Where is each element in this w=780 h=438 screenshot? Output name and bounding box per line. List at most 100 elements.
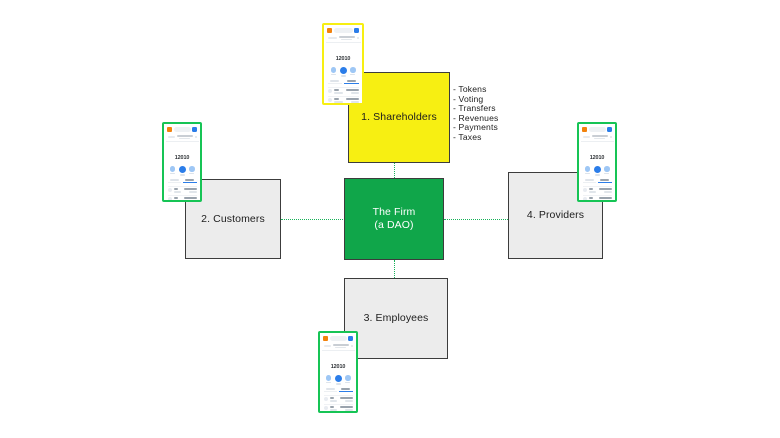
account-name [332,343,349,349]
action-button-1[interactable] [169,166,175,175]
action-button-1[interactable] [330,67,336,76]
avatar[interactable] [354,28,359,33]
app-logo-icon [167,127,172,132]
chevron-down-icon[interactable] [350,344,353,348]
balance-amount: 12010 [330,363,346,370]
node-employees-label: 3. Employees [363,312,429,324]
node-employees[interactable]: 3. Employees [344,278,448,359]
phone-app-header [581,126,614,134]
connector-firm-to-employees [394,260,395,278]
balance-display: 12010 [166,142,199,167]
avatar[interactable] [192,127,197,132]
transaction-list [581,185,614,200]
action-button-2[interactable] [339,67,347,77]
node-providers-label: 4. Providers [526,209,585,221]
action-button-3[interactable] [345,375,351,384]
tab-left[interactable] [323,387,337,392]
app-logo-icon [327,28,332,33]
bullet-item-payments: - Payments [453,122,498,133]
action-button-3[interactable] [350,67,356,76]
node-firm-label: The Firm (a DAO) [372,206,416,231]
action-button-2[interactable] [593,166,601,176]
bullet-item-tokens: - Tokens [453,84,487,94]
quick-actions [326,67,361,79]
app-logo-icon [323,336,328,341]
list-item[interactable] [327,95,359,103]
phone-app-header [322,335,355,343]
list-item[interactable] [327,86,359,94]
transaction-list [326,86,361,103]
tab-right[interactable] [339,387,353,392]
account-selector[interactable] [321,342,355,351]
connector-customers-to-firm [281,219,345,220]
bullet-item-taxes: - Taxes [453,131,482,142]
balance-amount: 12010 [589,154,605,161]
bullet-item-voting: - Voting [453,93,484,104]
chevron-down-icon[interactable] [356,36,359,40]
transaction-list [322,394,355,411]
shareholders-bullet-list: - Tokens - Voting - Transfers - Revenues… [453,84,499,143]
tab-right[interactable] [598,178,612,183]
account-selector[interactable] [165,133,199,142]
list-item[interactable] [323,403,353,411]
tab-right[interactable] [344,79,359,84]
list-tabs [581,178,614,185]
chevron-down-icon[interactable] [609,135,612,139]
list-item[interactable] [167,194,197,200]
connector-firm-to-providers [444,219,508,220]
list-item[interactable] [323,394,353,402]
action-button-2[interactable] [334,375,342,385]
balance-display: 12010 [326,43,361,68]
bullet-item-revenues: - Revenues [453,112,499,123]
bullet-item-transfers: - Transfers [453,103,496,114]
phone-app-header [326,27,361,35]
tab-left[interactable] [582,178,596,183]
node-firm[interactable]: The Firm (a DAO) [344,178,444,260]
phone-mockup-shareholders[interactable]: 12010 [322,23,364,105]
account-label [323,344,331,348]
search-bar[interactable] [333,28,353,33]
search-bar[interactable] [173,127,191,132]
tab-right[interactable] [183,178,197,183]
account-label [167,135,175,139]
account-selector[interactable] [325,34,361,43]
list-item[interactable] [582,185,612,193]
chevron-down-icon[interactable] [194,135,197,139]
account-name [176,134,193,140]
account-label [582,135,590,139]
node-customers-label: 2. Customers [201,212,265,225]
node-shareholders[interactable]: 1. Shareholders [348,72,450,163]
account-name [591,134,608,140]
account-name [338,35,355,41]
action-button-2[interactable] [178,166,186,176]
list-item[interactable] [582,194,612,200]
balance-amount: 12010 [174,154,190,161]
phone-mockup-employees[interactable]: 12010 [318,331,358,413]
action-button-1[interactable] [325,375,331,384]
phone-app-header [166,126,199,134]
tab-left[interactable] [327,79,342,84]
connector-shareholders-to-firm [394,163,395,178]
search-bar[interactable] [588,127,606,132]
search-bar[interactable] [329,336,347,341]
avatar[interactable] [348,336,353,341]
action-button-3[interactable] [604,166,610,175]
balance-amount: 12010 [335,55,351,62]
action-button-1[interactable] [584,166,590,175]
quick-actions [322,375,355,387]
balance-display: 12010 [581,142,614,167]
list-tabs [326,79,361,86]
avatar[interactable] [607,127,612,132]
account-selector[interactable] [580,133,614,142]
list-item[interactable] [167,185,197,193]
list-tabs [166,178,199,185]
tab-left[interactable] [167,178,181,183]
phone-mockup-providers[interactable]: 12010 [577,122,617,202]
account-label [327,36,337,40]
phone-mockup-customers[interactable]: 12010 [162,122,202,202]
balance-display: 12010 [322,351,355,376]
transaction-list [166,185,199,200]
action-button-3[interactable] [189,166,195,175]
list-tabs [322,387,355,394]
